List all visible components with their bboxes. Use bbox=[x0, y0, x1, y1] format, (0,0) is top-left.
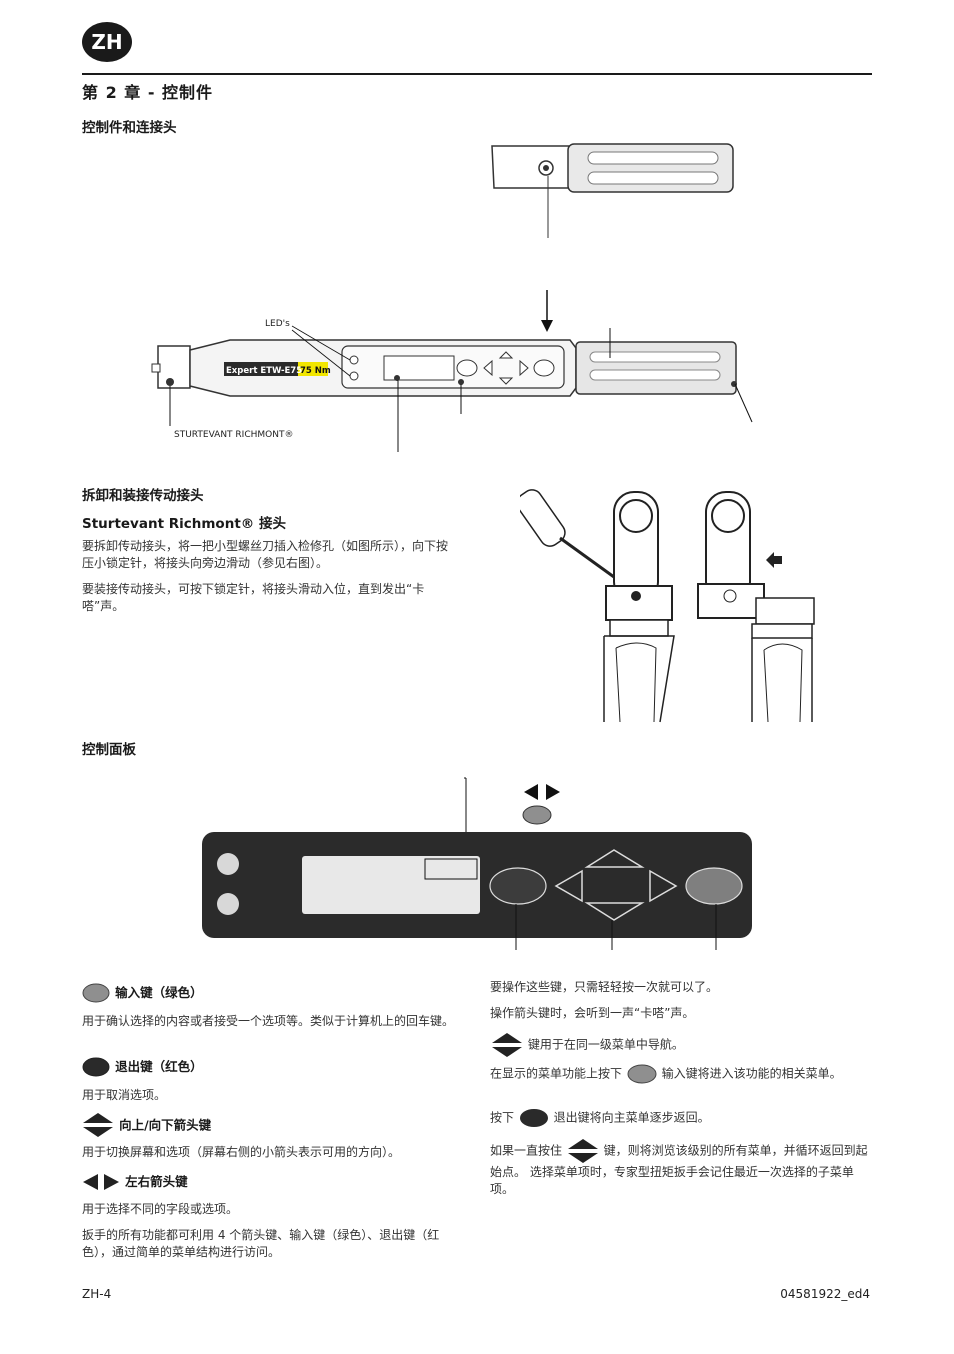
enter-menu-text: 在显示的菜单功能上按下 输入键将进入该功能的相关菜单。 bbox=[490, 1064, 870, 1084]
brand-label: STURTEVANT RICHMONT® bbox=[174, 430, 294, 440]
enter-key-heading: 输入键（绿色） bbox=[82, 982, 462, 1003]
enter-menu-text-a: 在显示的菜单功能上按下 bbox=[490, 1066, 623, 1081]
operate-keys-text: 要操作这些键，只需轻轻按一次就可以了。 bbox=[490, 980, 719, 994]
enter-key-desc: 用于确认选择的内容或者接受一个选项等。类似于计算机上的回车键。 bbox=[82, 1014, 455, 1028]
navigate-text-label: 键用于在同一级菜单中导航。 bbox=[527, 1037, 684, 1052]
wrench-head-detail-illustration bbox=[491, 143, 734, 238]
updown-arrow-icon bbox=[83, 1113, 113, 1137]
page-number: ZH-4 bbox=[82, 1287, 112, 1301]
updown-arrow-icon bbox=[567, 1139, 598, 1163]
model-label: Expert ETW-E75 bbox=[226, 366, 302, 376]
arrow-click-text: 操作箭头键时，会听到一声“卡嗒”声。 bbox=[490, 1006, 695, 1020]
section-title-controls: 控制件和连接头 bbox=[82, 120, 177, 136]
led-label: LED's bbox=[265, 319, 290, 329]
wrench-illustration: Expert ETW-E75 75 Nm LED's bbox=[151, 290, 753, 452]
section-title-remove: 拆卸和装接传动接头 bbox=[82, 488, 204, 504]
language-badge: ZH bbox=[82, 22, 132, 62]
enter-key-title: 输入键（绿色） bbox=[115, 985, 203, 1000]
section-title-panel: 控制面板 bbox=[82, 742, 136, 758]
exit-key-desc: 用于取消选项。 bbox=[82, 1088, 167, 1102]
updown-key-heading: 向上/向下箭头键 bbox=[82, 1112, 462, 1138]
drive-head-illustration bbox=[520, 489, 815, 723]
exit-return-text: 按下 退出键将向主菜单逐步返回。 bbox=[490, 1108, 870, 1128]
hold-key-text-b: 键，则将浏览该级别的所有菜单，并循环返回到起始点。 选择菜单项时，专家型扭矩扳手… bbox=[490, 1143, 868, 1197]
subtitle-connector: Sturtevant Richmont® 接头 bbox=[82, 516, 286, 532]
remove-instructions: 要拆卸传动接头，将一把小型螺丝刀插入检修孔（如图所示），向下按压小锁定针，将接头… bbox=[82, 539, 449, 570]
updown-key-desc: 用于切换屏幕和选项（屏幕右侧的小箭头表示可用的方向）。 bbox=[82, 1145, 401, 1159]
attach-instructions: 要装接传动接头，可按下锁定针，将接头滑动入位，直到发出“卡嗒”声。 bbox=[82, 582, 425, 613]
leftright-key-heading: 左右箭头键 bbox=[82, 1171, 462, 1191]
navigate-text: 键用于在同一级菜单中导航。 bbox=[490, 1032, 870, 1058]
hold-key-text-a: 如果一直按住 bbox=[490, 1143, 563, 1158]
exit-key-icon bbox=[519, 1109, 548, 1127]
document-id: 04581922_ed4 bbox=[780, 1287, 870, 1301]
exit-key-heading: 退出键（红色） bbox=[82, 1056, 462, 1077]
chapter-title: 第 2 章 - 控制件 bbox=[82, 83, 214, 102]
enter-key-icon bbox=[627, 1064, 657, 1084]
header-rule bbox=[82, 73, 872, 75]
leftright-key-desc: 用于选择不同的字段或选项。 bbox=[82, 1202, 239, 1216]
enter-key-icon bbox=[82, 983, 110, 1002]
exit-return-text-b: 退出键将向主菜单逐步返回。 bbox=[553, 1110, 710, 1125]
all-functions-text: 扳手的所有功能都可利用 4 个箭头键、输入键（绿色）、退出键（红色），通过简单的… bbox=[82, 1228, 440, 1259]
hold-key-text: 如果一直按住 键，则将浏览该级别的所有菜单，并循环返回到起始点。 选择菜单项时，… bbox=[490, 1138, 868, 1198]
enter-menu-text-b: 输入键将进入该功能的相关菜单。 bbox=[661, 1066, 842, 1081]
leftright-key-title: 左右箭头键 bbox=[125, 1174, 188, 1189]
updown-key-title: 向上/向下箭头键 bbox=[119, 1117, 212, 1133]
updown-arrow-icon bbox=[492, 1033, 522, 1057]
exit-key-title: 退出键（红色） bbox=[115, 1059, 203, 1074]
leftright-arrow-icon bbox=[83, 1173, 119, 1190]
control-panel-illustration bbox=[202, 777, 752, 950]
exit-key-icon bbox=[82, 1057, 110, 1076]
exit-return-text-a: 按下 bbox=[490, 1110, 515, 1125]
capacity-label: 75 Nm bbox=[300, 366, 331, 376]
